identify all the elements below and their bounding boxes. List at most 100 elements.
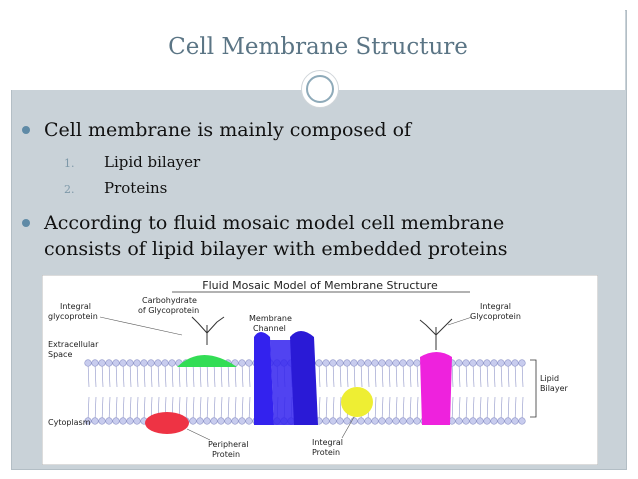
lipid-head — [518, 359, 526, 367]
lipid-head — [406, 417, 414, 425]
lipid-tail — [94, 362, 97, 388]
lipid-head — [511, 359, 519, 367]
lipid-head — [147, 359, 155, 367]
label-integral-glycoprotein-left-2: glycoprotein — [48, 312, 98, 321]
label-extracellular: Extracellular — [48, 340, 99, 349]
label-lipid-bilayer: Lipid — [540, 374, 559, 383]
bullet-dot-icon — [22, 126, 30, 134]
lipid-head — [133, 359, 141, 367]
lipid-tail — [507, 396, 510, 422]
glycoprotein-right — [420, 352, 452, 425]
lipid-tail — [164, 362, 167, 388]
lipid-head — [336, 417, 344, 425]
label-carbohydrate-2: of Glycoprotein — [138, 306, 199, 315]
lipid-head — [224, 417, 232, 425]
label-peripheral-protein-2: Protein — [212, 450, 240, 459]
lipid-head — [238, 359, 246, 367]
lipid-tail — [346, 362, 349, 388]
lipid-head — [399, 359, 407, 367]
lipid-tail — [115, 362, 118, 388]
lipid-tail — [402, 362, 405, 388]
lipid-tail — [87, 362, 90, 388]
lipid-tail — [115, 396, 118, 422]
sub-item-proteins: 2. Proteins — [64, 179, 167, 197]
lipid-head — [126, 359, 134, 367]
lipid-head — [455, 359, 463, 367]
lipid-head — [357, 359, 365, 367]
lipid-tail — [472, 396, 475, 422]
lipid-head — [315, 359, 323, 367]
label-integral-glycoprotein-left: Integral — [60, 302, 91, 311]
lipid-tail — [241, 396, 244, 422]
bullet-item-fluid-mosaic: According to fluid mosaic model cell mem… — [22, 210, 582, 262]
lipid-head — [133, 417, 141, 425]
lipid-head — [497, 417, 505, 425]
ring-ornament-inner — [306, 75, 334, 103]
lipid-head — [378, 417, 386, 425]
lipid-head — [469, 359, 477, 367]
lipid-head — [161, 359, 169, 367]
lipid-tail — [185, 396, 188, 422]
label-membrane-channel: Membrane — [249, 314, 292, 323]
lipid-tail — [129, 362, 132, 388]
lipid-head — [371, 417, 379, 425]
lipid-head — [203, 417, 211, 425]
lipid-head — [483, 359, 491, 367]
lipid-head — [406, 359, 414, 367]
lipid-head — [105, 359, 113, 367]
fluid-mosaic-figure: Fluid Mosaic Model of Membrane Structure… — [42, 275, 598, 465]
leader-line — [447, 316, 473, 326]
lipid-tail — [493, 396, 496, 422]
lipid-head — [329, 359, 337, 367]
bullet-dot-icon — [22, 219, 30, 227]
lipid-tail — [465, 362, 468, 388]
bullet-text: According to fluid mosaic model cell mem… — [44, 212, 508, 260]
sub-item-lipid-bilayer: 1. Lipid bilayer — [64, 153, 200, 171]
lipid-tail — [388, 362, 391, 388]
lipid-head — [490, 417, 498, 425]
glycoprotein-left — [177, 355, 237, 367]
lipid-head — [350, 359, 358, 367]
figure-border — [42, 275, 598, 465]
membrane-channel-left — [254, 332, 274, 425]
lipid-tail — [199, 396, 202, 422]
lipid-tail — [493, 362, 496, 388]
lipid-tail — [136, 396, 139, 422]
lipid-tail — [381, 362, 384, 388]
lipid-tail — [486, 362, 489, 388]
lipid-head — [91, 359, 99, 367]
lipid-tail — [129, 396, 132, 422]
lipid-tail — [451, 362, 454, 388]
lipid-tail — [332, 396, 335, 422]
lipid-tail — [388, 396, 391, 422]
lipid-tail — [360, 362, 363, 388]
lipid-head — [112, 359, 120, 367]
lipid-tail — [402, 396, 405, 422]
lipid-tail — [353, 362, 356, 388]
lipid-head — [210, 417, 218, 425]
lipid-head — [364, 417, 372, 425]
membrane-diagram: Fluid Mosaic Model of Membrane Structure… — [42, 275, 598, 465]
figure-title: Fluid Mosaic Model of Membrane Structure — [202, 279, 438, 292]
lipid-tail — [108, 396, 111, 422]
lipid-head — [371, 359, 379, 367]
lipid-tail — [395, 362, 398, 388]
lipid-tail — [122, 362, 125, 388]
carbohydrate-chain-right — [419, 318, 453, 350]
label-carbohydrate: Carbohydrate — [142, 296, 197, 305]
leader-line — [341, 416, 355, 439]
lipid-head — [126, 417, 134, 425]
lipid-head — [168, 359, 176, 367]
lipid-head — [98, 359, 106, 367]
lipid-head — [476, 359, 484, 367]
leader-line — [186, 428, 211, 441]
label-peripheral-protein: Peripheral — [208, 440, 248, 449]
lipid-head — [189, 417, 197, 425]
lipid-tail — [206, 396, 209, 422]
lipid-head — [336, 359, 344, 367]
lipid-tail — [514, 396, 517, 422]
lipid-tail — [171, 362, 174, 388]
lipid-tail — [94, 396, 97, 422]
lipid-head — [385, 417, 393, 425]
lipid-tail — [234, 396, 237, 422]
